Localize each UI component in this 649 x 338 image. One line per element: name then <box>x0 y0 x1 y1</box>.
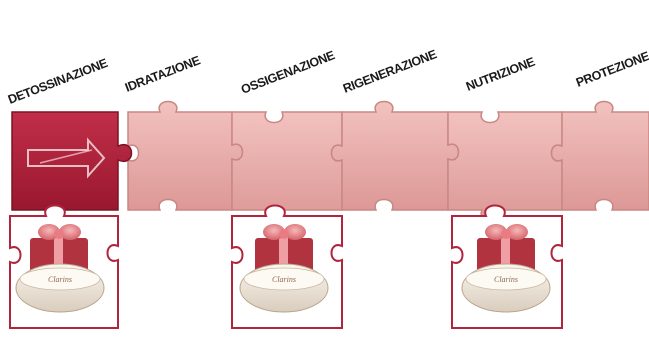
puzzle-piece-idratazione[interactable] <box>128 102 243 211</box>
svg-text:Clarins: Clarins <box>494 275 518 284</box>
puzzle-piece-ossigenazione[interactable] <box>232 112 342 221</box>
step-label-nutrizione: NUTRIZIONE <box>464 55 537 94</box>
svg-text:Clarins: Clarins <box>272 275 296 284</box>
product-card-3[interactable]: Clarins <box>452 206 562 329</box>
product-card-1[interactable]: Clarins <box>10 206 118 329</box>
step-label-detossinazione: DETOSSINAZIONE <box>6 56 109 107</box>
step-label-protezione: PROTEZIONE <box>574 49 649 90</box>
puzzle-piece-nutrizione[interactable] <box>448 112 562 221</box>
puzzle-piece-detossinazione[interactable] <box>12 112 132 210</box>
puzzle-piece-protezione[interactable] <box>552 102 649 211</box>
step-label-rigenerazione: RIGENERAZIONE <box>341 47 438 96</box>
product-card-2[interactable]: Clarins <box>232 206 342 329</box>
puzzle-piece-rigenerazione[interactable] <box>332 102 459 211</box>
step-label-idratazione: IDRATAZIONE <box>123 53 202 94</box>
svg-text:Clarins: Clarins <box>48 275 72 284</box>
step-label-ossigenazione: OSSIGENAZIONE <box>239 48 336 97</box>
